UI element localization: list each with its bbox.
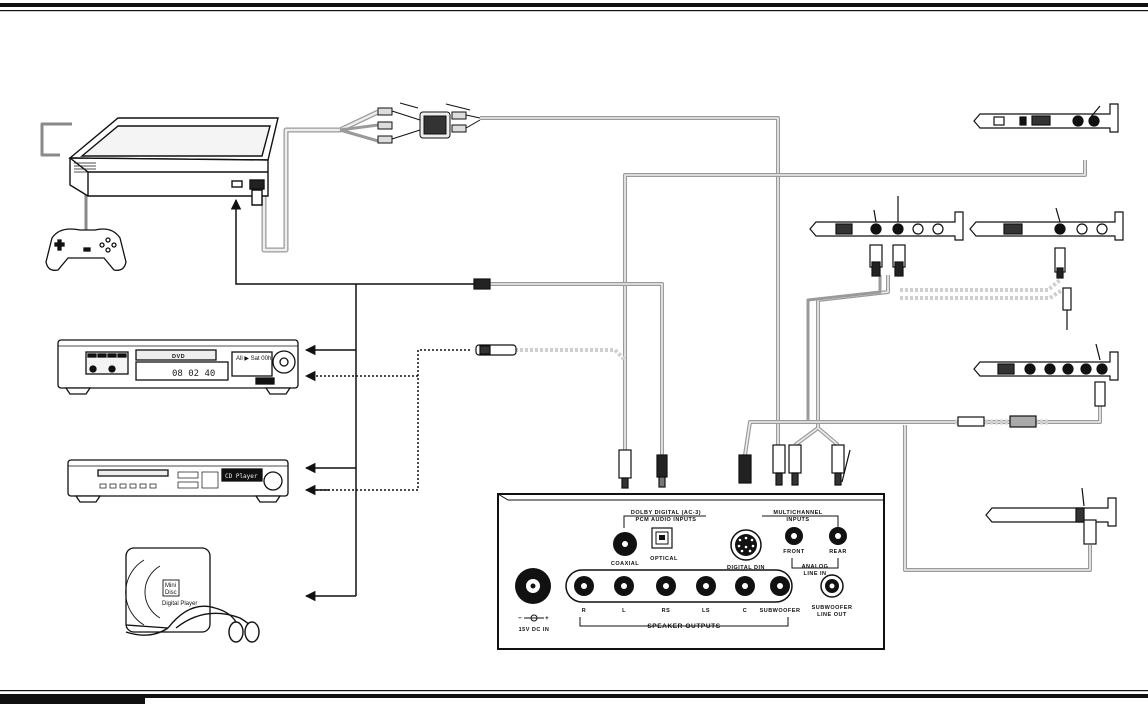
discman-line1: Mini: [165, 583, 176, 589]
dvd-display-small: All ▶ Sat 00h --: [236, 356, 277, 362]
multichannel-subtitle: INPUTS: [786, 517, 809, 523]
bottom-card-cable: [903, 425, 1092, 572]
speaker-l-label: L: [622, 608, 626, 614]
rca-plug-icon: [475, 344, 517, 356]
speaker-r-label: R: [582, 608, 586, 614]
portable-disc-player-icon: Mini Disc Digital Player: [125, 547, 211, 633]
speaker-c-label: C: [743, 608, 747, 614]
digital-din-label: DIGITAL DIN: [727, 565, 765, 571]
sound-card-icon: [969, 207, 1124, 330]
coaxial-cable: [623, 160, 1087, 450]
rear-panel: DOLBY DIGITAL (AC-3) PCM AUDIO INPUTS MU…: [497, 493, 885, 650]
optical-label: OPTICAL: [650, 556, 678, 562]
rca-adapter: [377, 102, 481, 144]
mini-jack-plug-icon: [618, 444, 851, 489]
discman-brand: Digital Player: [162, 601, 197, 607]
discman-line2: Disc: [165, 590, 177, 596]
analog-subtitle: LINE IN: [803, 571, 826, 577]
sound-card-icon: [957, 343, 1119, 428]
speaker-outputs-label: SPEAKER OUTPUTS: [647, 623, 720, 630]
speaker-output-strip: [565, 569, 793, 603]
dotted-arrow-to-dvd: [306, 349, 470, 491]
dvd-coax-cable: [515, 348, 627, 362]
sub-line-out-title: SUBWOOFER: [812, 605, 853, 611]
power-label: 15V DC IN: [519, 627, 550, 633]
analog-title: ANALOG: [802, 564, 829, 570]
rca-to-panel-cable: [480, 116, 780, 445]
power-plus: +: [545, 615, 549, 622]
rear-label: REAR: [829, 549, 847, 555]
page-rules: [0, 3, 1148, 704]
cd-player-icon: CD Player: [67, 459, 289, 503]
dvd-counter: 08 02 40: [172, 369, 215, 379]
cables: [40, 109, 1102, 572]
arrow-to-console: [230, 198, 474, 285]
power-minus: −: [518, 615, 522, 622]
sound-card-icon: [809, 196, 964, 277]
cd-display: CD Player: [225, 473, 258, 480]
console-av-cable: [261, 109, 380, 253]
gamepad-icon: [45, 228, 127, 271]
digital-inputs-subtitle: PCM AUDIO INPUTS: [636, 517, 697, 523]
multichannel-title: MULTICHANNEL: [773, 510, 822, 516]
dvd-logo: DVD: [172, 354, 185, 360]
speaker-ls-label: LS: [702, 608, 710, 614]
headphones-icon: [125, 605, 260, 643]
signal-lines: [230, 198, 1032, 602]
sound-card-icon: [973, 103, 1119, 133]
coaxial-label: COAXIAL: [611, 561, 639, 567]
sub-line-out-subtitle: LINE OUT: [817, 612, 847, 618]
digital-inputs-title: DOLBY DIGITAL (AC-3): [631, 510, 701, 516]
game-console-icon: [68, 117, 279, 206]
front-label: FRONT: [783, 549, 805, 555]
optical-plug-icon: [473, 278, 491, 290]
dvd-player-icon: DVD 08 02 40 All ▶ Sat 00h --: [57, 339, 299, 395]
optical-cable: [490, 282, 664, 455]
speaker-sub-label: SUBWOOFER: [760, 608, 801, 614]
sound-card-icon: [985, 487, 1117, 545]
speaker-rs-label: RS: [662, 608, 671, 614]
